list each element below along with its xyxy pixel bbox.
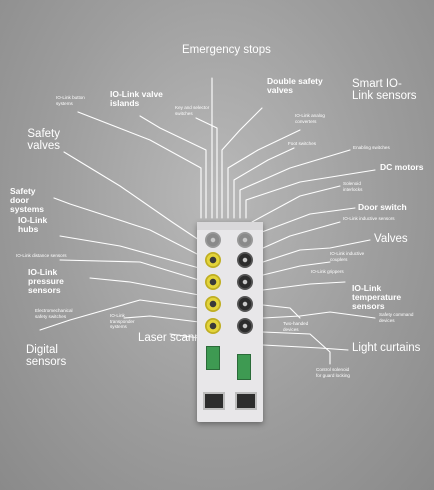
terminal-block-right xyxy=(237,354,251,380)
connection-line xyxy=(195,117,218,219)
label-iolink-valve-islands: IO-Link valve islands xyxy=(110,89,163,108)
label-safety-command-devices: Safety command devices xyxy=(379,312,414,323)
label-control-solenoid-guard-locking: Control solenoid for guard locking xyxy=(316,367,350,378)
label-double-safety-valves: Double safety valves xyxy=(267,76,323,95)
connection-line xyxy=(262,281,346,291)
connection-line xyxy=(239,149,351,219)
label-iolink-temperature-sensors: IO-Link temperature sensors xyxy=(352,283,402,311)
label-light-curtains: Light curtains xyxy=(352,342,421,354)
connection-line xyxy=(139,115,207,219)
label-two-handed-devices: Two-handed devices xyxy=(283,321,309,332)
label-foot-switches: Foot switches xyxy=(288,141,317,146)
connection-line xyxy=(233,147,295,219)
label-electromechanical-safety-switches: Electromechanical safety switches xyxy=(35,308,73,319)
top-strip xyxy=(197,222,263,230)
port-top-right xyxy=(237,232,253,248)
connection-line xyxy=(59,235,200,269)
label-key-selector-switches: Key and selector switches xyxy=(175,105,210,116)
label-digital-sensors: Digital sensors xyxy=(26,344,67,369)
label-enabling-switches: Enabling switches xyxy=(353,145,390,150)
connection-line xyxy=(63,151,200,241)
label-emergency-stops: Emergency stops xyxy=(182,44,271,56)
connection-line xyxy=(227,129,301,219)
iolink-master-module xyxy=(197,222,263,422)
label-valves: Valves xyxy=(374,233,408,245)
label-laser-scanners: Laser scanners xyxy=(138,332,217,344)
port-black-4 xyxy=(237,318,253,334)
connection-line xyxy=(251,185,341,223)
connection-line xyxy=(262,261,331,276)
label-iolink-pressure-sensors: IO-Link pressure sensors xyxy=(28,267,64,295)
connection-line xyxy=(39,299,200,331)
connection-line xyxy=(262,344,349,351)
port-black-3 xyxy=(237,296,253,312)
connection-line xyxy=(262,221,341,249)
port-yellow-1 xyxy=(205,252,221,268)
ethernet-port-2 xyxy=(235,392,257,410)
label-safety-door-systems: Safety door systems xyxy=(10,186,45,214)
terminal-block-left xyxy=(206,346,220,370)
label-safety-valves: Safety valves xyxy=(27,128,60,153)
label-door-switch: Door switch xyxy=(358,202,407,212)
connection-line xyxy=(262,304,301,319)
label-iolink-button-systems: IO-Link button systems xyxy=(56,95,85,106)
connection-line xyxy=(59,259,200,281)
ethernet-port-1 xyxy=(203,392,225,410)
port-top-left xyxy=(205,232,221,248)
label-dc-motors: DC motors xyxy=(380,162,424,172)
label-iolink-transponder-systems: IO-Link transponder systems xyxy=(110,313,135,329)
label-iolink-analog-converters: IO-Link analog converters xyxy=(295,113,325,124)
port-black-2 xyxy=(237,274,253,290)
connection-line xyxy=(221,107,263,219)
connection-line xyxy=(77,111,202,219)
connection-line xyxy=(262,239,371,263)
connection-line xyxy=(262,331,331,365)
label-solenoid-interlocks: Solenoid interlocks xyxy=(343,181,363,192)
connection-line xyxy=(245,169,376,219)
port-yellow-3 xyxy=(205,296,221,312)
connection-line xyxy=(53,197,200,256)
label-iolink-inductive-sensors: IO-Link inductive sensors xyxy=(343,216,395,221)
connection-line xyxy=(169,333,200,339)
label-iolink-inductive-couplers: IO-Link inductive couplers xyxy=(330,251,365,262)
connection-line xyxy=(262,311,376,319)
connection-line xyxy=(89,277,200,296)
port-yellow-4 xyxy=(205,318,221,334)
connection-line xyxy=(123,315,200,323)
connection-line xyxy=(261,207,356,233)
label-iolink-distance-sensors: IO-Link distance sensors xyxy=(16,253,67,258)
port-yellow-2 xyxy=(205,274,221,290)
label-iolink-grippers: IO-Link grippers xyxy=(311,269,344,274)
label-iolink-hubs: IO-Link hubs xyxy=(18,215,48,234)
label-smart-iolink-sensors: Smart IO-Link sensors xyxy=(352,78,417,103)
port-black-1 xyxy=(237,252,253,268)
